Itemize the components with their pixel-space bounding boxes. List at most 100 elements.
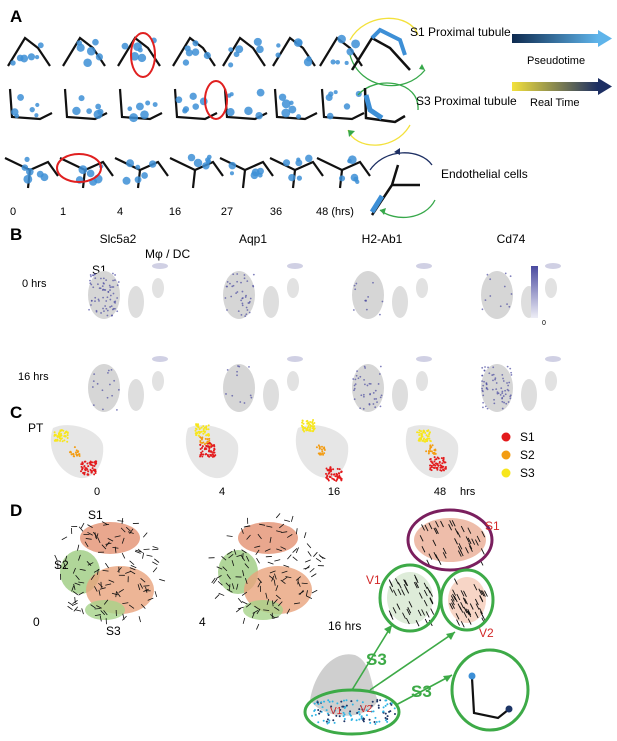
cell-point-s3 <box>194 432 197 435</box>
expression-point <box>482 401 485 404</box>
cell-point-s3 <box>416 431 419 434</box>
velocity-arrow <box>87 524 93 528</box>
cell-point <box>365 714 368 717</box>
cell-point-s1 <box>330 473 333 476</box>
velocity-arrow <box>311 573 317 578</box>
cell-point-s2 <box>321 445 323 448</box>
cluster-blob <box>352 271 384 319</box>
expression-point <box>250 396 253 399</box>
cell-point <box>378 720 381 723</box>
cell-point-s1 <box>332 468 335 471</box>
cell-point-s3 <box>422 429 425 432</box>
cell-point <box>235 45 244 54</box>
cell-point <box>322 719 325 722</box>
cell-point <box>382 706 385 709</box>
zoom-label-v2: V2 <box>479 626 494 640</box>
velocity-arrow <box>243 525 250 528</box>
cluster-blob <box>416 356 432 362</box>
cell-point <box>229 171 235 176</box>
real-time-arc <box>349 17 419 41</box>
expression-point <box>484 405 487 408</box>
expression-point <box>491 388 494 391</box>
expression-point <box>105 300 108 302</box>
velocity-arrow <box>98 589 101 596</box>
cell-point <box>134 176 142 184</box>
cell-point-s2 <box>429 444 432 447</box>
velocity-arrow <box>460 602 465 609</box>
expression-point <box>504 272 507 275</box>
cell-point-s3 <box>421 435 424 438</box>
velocity-arrow <box>480 548 485 555</box>
cell-point <box>228 47 234 52</box>
trajectory <box>316 157 371 189</box>
velocity-arrow <box>276 548 283 552</box>
cell-point <box>355 179 360 184</box>
velocity-arrow <box>465 536 470 543</box>
arrowhead <box>394 148 400 155</box>
expression-point <box>240 299 243 302</box>
cell-point-s3 <box>194 429 197 432</box>
velocity-arrow <box>480 589 485 597</box>
expression-point <box>369 393 372 395</box>
expression-point <box>248 300 251 303</box>
expression-point <box>501 407 504 410</box>
velocity-arrow <box>84 541 89 548</box>
velocity-arrow <box>135 549 142 553</box>
cell-point <box>343 103 351 110</box>
velocity-arrow <box>432 539 437 547</box>
velocity-arrow <box>263 609 270 611</box>
expression-point <box>374 389 377 392</box>
expression-point <box>489 295 492 297</box>
cell-point-s3 <box>207 433 210 436</box>
arrowhead <box>384 625 392 634</box>
expression-point <box>362 407 365 410</box>
expression-point <box>112 292 115 295</box>
velocity-arrow <box>114 546 117 553</box>
velocity-arrow <box>99 615 102 622</box>
cell-point-s3 <box>313 427 316 430</box>
cell-point <box>326 718 329 721</box>
expression-point <box>483 369 486 372</box>
expression-point <box>368 382 371 385</box>
cell-point-s3 <box>56 435 59 438</box>
velocity-arrow <box>467 618 472 625</box>
velocity-arrow <box>476 535 481 543</box>
expression-point <box>104 305 107 307</box>
expression-point <box>244 296 247 298</box>
velocity-arrow <box>236 554 243 558</box>
velocity-arrow <box>423 589 428 597</box>
cell-point-s3 <box>66 434 69 437</box>
cell-point <box>349 714 352 717</box>
velocity-arrow <box>256 623 260 630</box>
cell-point <box>296 175 303 181</box>
cluster-blob <box>416 371 428 391</box>
velocity-umap <box>54 517 166 625</box>
cell-point-s1 <box>440 457 443 460</box>
expression-point <box>492 379 494 382</box>
expression-point <box>245 306 248 309</box>
cell-point-s1 <box>432 463 435 466</box>
trajectory-glyph <box>319 34 363 67</box>
cell-point <box>326 722 329 725</box>
cell-point-s1 <box>90 463 93 466</box>
velocity-arrow <box>469 545 473 552</box>
expression-point <box>226 309 228 311</box>
velocity-arrow <box>129 570 136 575</box>
velocity-arrow <box>231 583 235 590</box>
cell-point <box>187 153 196 162</box>
velocity-arrow <box>152 561 158 566</box>
expression-point <box>506 365 509 368</box>
pt-label: PT <box>28 421 44 435</box>
cell-point-s1 <box>439 469 442 472</box>
velocity-arrow <box>315 557 322 562</box>
expression-point <box>503 401 506 404</box>
velocity-arrow <box>276 530 283 533</box>
expression-point <box>232 273 235 276</box>
trajectory <box>169 157 224 189</box>
expression-point <box>230 295 233 298</box>
expression-point <box>99 287 102 290</box>
cell-point <box>327 721 330 724</box>
cell-point-s3 <box>66 440 69 443</box>
expression-point <box>237 365 239 367</box>
arrowhead <box>446 632 455 640</box>
